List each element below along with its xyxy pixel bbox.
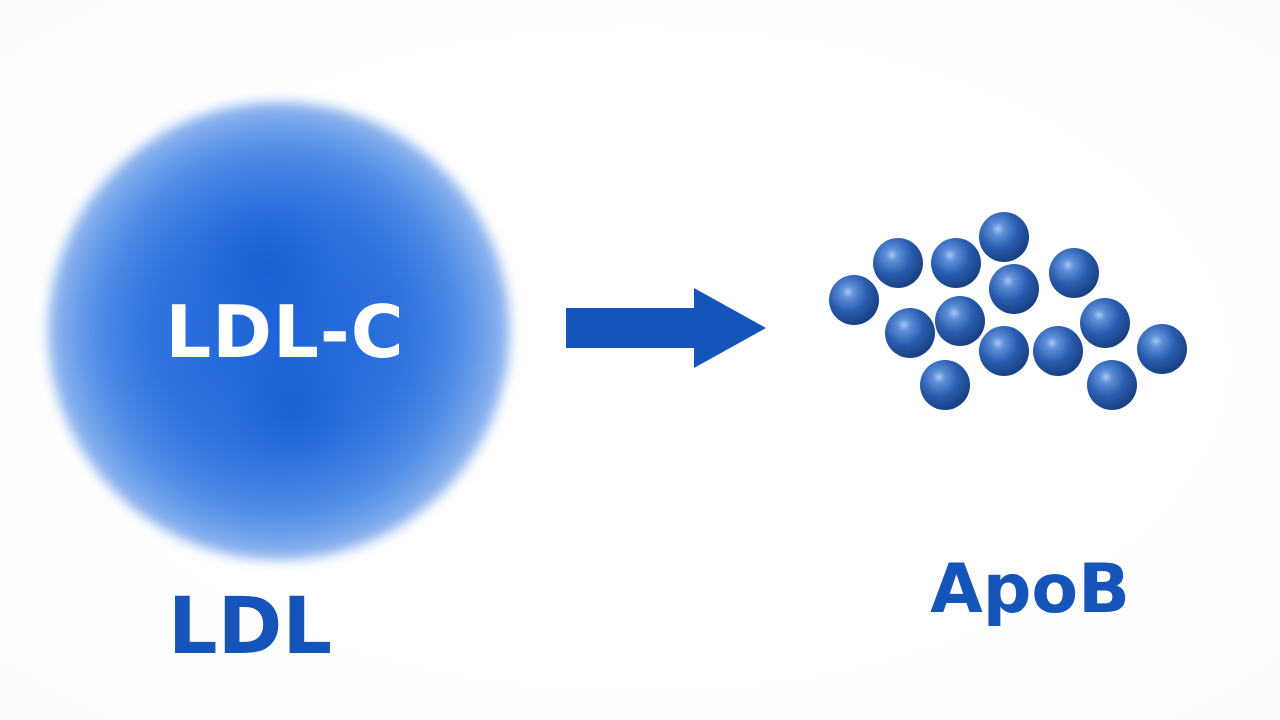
apob-particle bbox=[885, 308, 935, 358]
apob-particle bbox=[1080, 298, 1130, 348]
right-arrow-icon bbox=[566, 288, 766, 368]
ldl-particle-sphere bbox=[48, 102, 510, 560]
apob-particle bbox=[935, 296, 985, 346]
apob-particle bbox=[1087, 360, 1137, 410]
apob-particle-cluster bbox=[829, 212, 1187, 410]
apob-particle bbox=[989, 264, 1039, 314]
apob-particle bbox=[1049, 248, 1099, 298]
apob-particle bbox=[931, 238, 981, 288]
apob-caption: ApoB bbox=[930, 550, 1130, 629]
ldl-c-label: LDL-C bbox=[165, 290, 405, 374]
apob-particle bbox=[920, 360, 970, 410]
apob-particle bbox=[829, 275, 879, 325]
ldl-caption: LDL bbox=[167, 582, 333, 672]
apob-particle bbox=[873, 238, 923, 288]
apob-particle bbox=[979, 326, 1029, 376]
apob-particle bbox=[979, 212, 1029, 262]
apob-particle bbox=[1137, 324, 1187, 374]
apob-particle bbox=[1033, 326, 1083, 376]
